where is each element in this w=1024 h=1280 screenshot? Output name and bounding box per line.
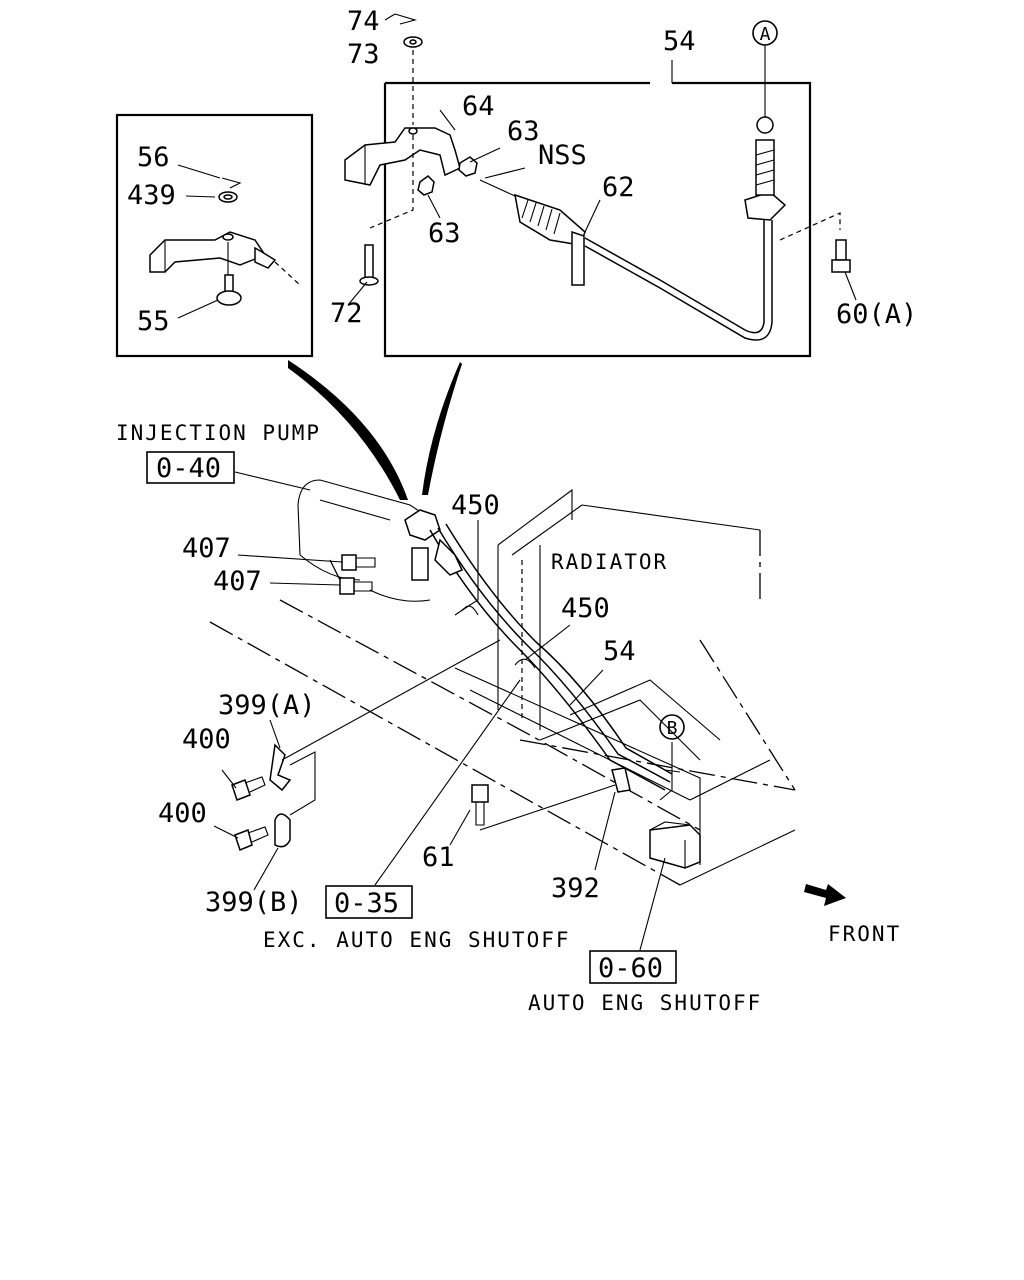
- callout-64: 64: [462, 91, 495, 122]
- label-front: FRONT: [828, 922, 901, 946]
- label-injection-pump: INJECTION PUMP: [116, 421, 321, 445]
- callout-54-top: 54: [663, 26, 696, 57]
- callout-54-main: 54: [603, 636, 636, 667]
- callout-55: 55: [137, 306, 170, 337]
- callout-61: 61: [422, 842, 455, 873]
- circle-marker-a: [752, 20, 778, 46]
- label-auto-eng-shutoff: AUTO ENG SHUTOFF: [528, 991, 762, 1015]
- ref-035: 0-35: [334, 888, 399, 919]
- callout-407-b: 407: [213, 566, 262, 597]
- callout-labels: 74 73 54 64 63 NSS 62 63 72 60(A) A 56 4…: [116, 6, 917, 1015]
- callout-74: 74: [347, 6, 380, 37]
- main-assembly: [209, 471, 796, 951]
- callout-399a: 399(A): [218, 690, 316, 721]
- callout-392: 392: [551, 873, 600, 904]
- callout-399b: 399(B): [205, 887, 303, 918]
- callout-73: 73: [347, 39, 380, 70]
- callout-56: 56: [137, 142, 170, 173]
- circle-a-letter: A: [760, 24, 771, 45]
- label-exc-auto-eng-shutoff: EXC. AUTO ENG SHUTOFF: [263, 928, 571, 952]
- detail-box-left: [115, 113, 314, 358]
- callout-400-b: 400: [158, 798, 207, 829]
- circle-b-letter: B: [667, 718, 678, 739]
- ref-040: 0-40: [156, 453, 221, 484]
- callout-407-a: 407: [182, 533, 231, 564]
- label-radiator: RADIATOR: [551, 550, 668, 574]
- callout-63-b: 63: [428, 218, 461, 249]
- ref-box-040: [146, 451, 235, 484]
- top-parts: [384, 13, 423, 125]
- callout-400-a: 400: [182, 724, 231, 755]
- callout-60a: 60(A): [836, 299, 917, 330]
- callout-62: 62: [602, 172, 635, 203]
- front-arrow-icon: [804, 884, 846, 906]
- callout-439: 439: [127, 180, 176, 211]
- callout-450-b: 450: [561, 593, 610, 624]
- circle-marker-b: [659, 714, 685, 740]
- ref-box-035: [325, 885, 413, 919]
- callout-450-a: 450: [451, 490, 500, 521]
- detail-box-main: [344, 45, 857, 358]
- callout-63-a: 63: [507, 116, 540, 147]
- callout-72: 72: [330, 298, 363, 329]
- callout-nss: NSS: [538, 140, 587, 171]
- detail-pointers: [288, 360, 462, 500]
- ref-060: 0-60: [598, 953, 663, 984]
- ref-box-060: [589, 950, 677, 984]
